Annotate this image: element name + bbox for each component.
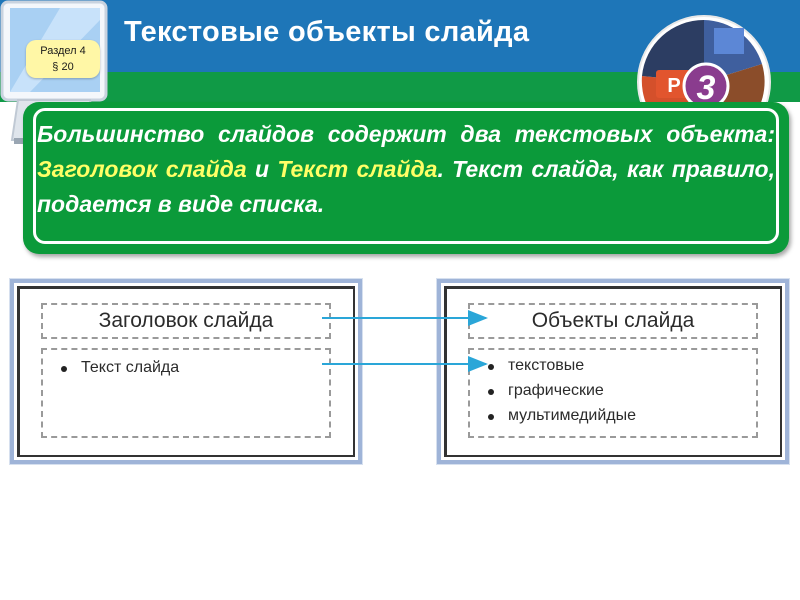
bullet-item: текстовые	[488, 356, 758, 376]
slide-layout-example: Заголовок слайда Текст слайда	[10, 279, 362, 464]
section-label: Раздел 4	[40, 45, 86, 57]
page-title: Текстовые объекты слайда	[124, 16, 530, 48]
badge-app-letter: P	[667, 75, 680, 97]
body-placeholder: Текст слайда	[41, 348, 331, 438]
body-bullet: Текст слайда	[61, 358, 331, 378]
title-placeholder: Заголовок слайда	[41, 303, 331, 339]
slide-frame	[17, 286, 355, 457]
slide-frame	[444, 286, 782, 457]
intro-part-2: и	[246, 156, 278, 182]
intro-box	[23, 102, 789, 254]
slide-bullet-box: текстовые графические мультимедийдые	[468, 348, 758, 438]
intro-highlight-2: Текст слайда	[277, 156, 438, 182]
intro-part-1: Большинство слайдов содержит два текстов…	[37, 121, 775, 147]
section-tag: Раздел 4 § 20	[26, 40, 100, 78]
slide-title-box: Объекты слайда	[468, 303, 758, 339]
bullet-item: графические	[488, 381, 758, 401]
intro-box-border	[33, 108, 779, 244]
intro-part-3: . Текст слайда, как правило, подается в …	[37, 156, 775, 217]
slide-content-example: Объекты слайда текстовые графические мул…	[437, 279, 789, 464]
intro-highlight-1: Заголовок слайда	[37, 156, 247, 182]
paragraph-label: § 20	[52, 61, 74, 73]
badge-number: 3	[697, 69, 716, 107]
bullet-item: мультимедийдые	[488, 406, 758, 426]
intro-text: Большинство слайдов содержит два текстов…	[37, 117, 775, 222]
